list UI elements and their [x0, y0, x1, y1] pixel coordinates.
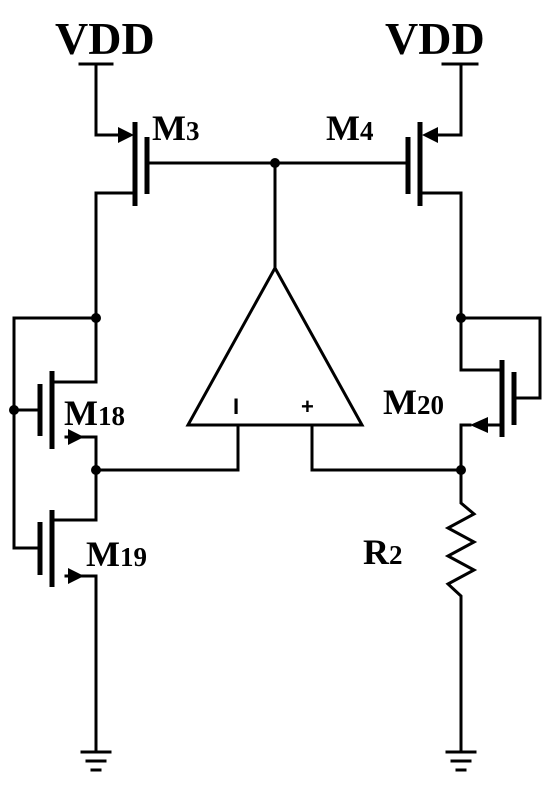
m18-label: M18	[64, 393, 125, 433]
r2-label: R2	[363, 532, 403, 572]
opamp-minus-sign: I	[233, 394, 239, 419]
m20-label: M20	[383, 382, 444, 422]
transistor-m20	[459, 316, 517, 472]
m18-m19-gate-tie	[12, 316, 98, 550]
ground-left-icon	[80, 750, 112, 772]
transistor-m3	[94, 62, 150, 320]
resistor-r2	[444, 468, 478, 754]
m20-gate-tie	[459, 316, 542, 400]
m3-label: M3	[152, 108, 199, 148]
opamp	[185, 264, 365, 427]
m4-label: M4	[326, 108, 373, 148]
ground-right-icon	[445, 750, 477, 772]
m19-label: M19	[86, 534, 147, 574]
transistor-m19	[37, 468, 98, 754]
gate-junction-dot	[270, 158, 280, 168]
vdd-right-label: VDD	[385, 13, 485, 64]
vdd-left-label: VDD	[55, 13, 155, 64]
transistor-m4	[405, 62, 463, 320]
transistor-m18	[37, 316, 98, 472]
opamp-minus-input-wire	[94, 423, 240, 472]
opamp-plus-sign: +	[301, 394, 314, 419]
opamp-plus-input-wire	[310, 423, 463, 472]
